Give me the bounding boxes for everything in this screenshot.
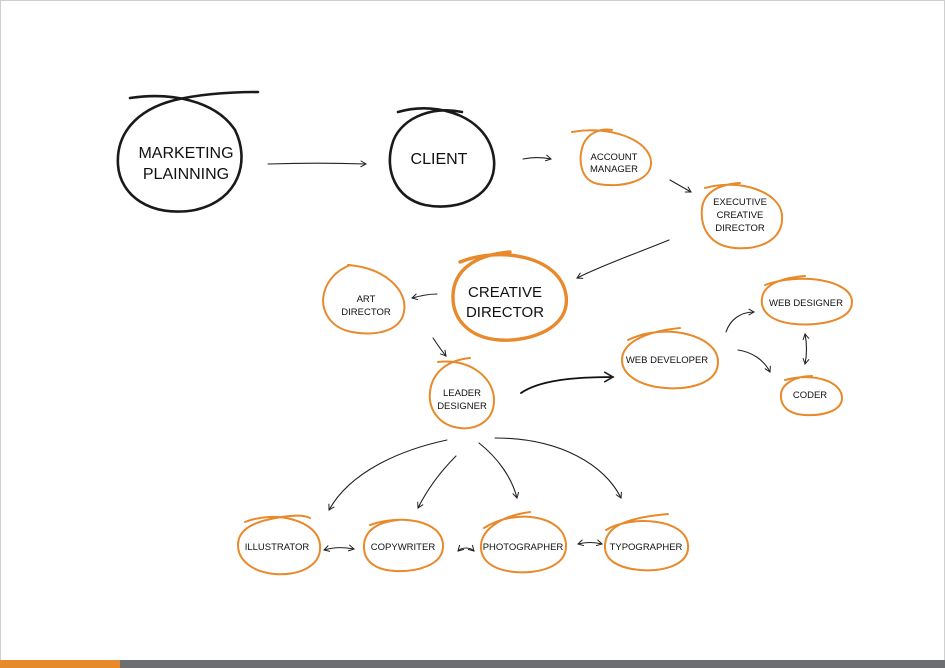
arrow-webdesigner-coder — [802, 333, 810, 365]
node-label: ART — [357, 294, 376, 305]
node-creative-director: CREATIVE DIRECTOR — [451, 250, 568, 342]
node-label: ACCOUNT — [591, 152, 638, 163]
node-copywriter: COPYWRITER — [362, 518, 445, 573]
node-label: DESIGNER — [437, 401, 487, 412]
footer-bar-grey — [120, 660, 945, 668]
node-label: DIRECTOR — [341, 307, 391, 318]
node-art-director: ART DIRECTOR — [322, 264, 406, 335]
arrow-creative-to-art — [411, 293, 438, 301]
node-web-developer: WEB DEVELOPER — [620, 327, 720, 390]
arrow-art-to-leader — [432, 337, 447, 357]
arrow-executive-to-creative — [576, 239, 670, 279]
arrow-leader-to-photographer — [478, 442, 520, 499]
node-label: CREATIVE — [468, 284, 542, 301]
node-coder: CODER — [779, 375, 844, 417]
arrow-account-to-executive — [669, 179, 692, 193]
node-photographer: PHOTOGRAPHER — [479, 511, 568, 574]
arrow-webdev-to-coder — [737, 349, 771, 373]
node-typographer: TYPOGRAPHER — [603, 513, 690, 572]
arrow-illustrator-copywriter — [323, 544, 355, 552]
node-executive-creative-director: EXECUTIVE CREATIVE DIRECTOR — [700, 182, 784, 250]
node-label: PLAINNING — [143, 166, 229, 183]
node-label: CODER — [793, 390, 827, 401]
node-label: MARKETING — [138, 145, 233, 162]
arrow-photographer-typographer — [577, 539, 603, 547]
node-label: MANAGER — [590, 164, 638, 175]
node-label: LEADER — [443, 388, 481, 399]
node-illustrator: ILLUSTRATOR — [236, 514, 322, 576]
node-label: WEB DEVELOPER — [626, 355, 708, 366]
node-label: CREATIVE — [717, 210, 764, 221]
footer-accent-orange — [0, 660, 120, 668]
node-leader-designer: LEADER DESIGNER — [428, 357, 496, 430]
node-label: CLIENT — [411, 151, 468, 168]
node-label: COPYWRITER — [371, 542, 436, 553]
node-label: PHOTOGRAPHER — [483, 542, 564, 553]
arrow-leader-to-illustrator — [328, 439, 448, 511]
arrow-client-to-account — [522, 154, 552, 162]
node-marketing-planning: MARKETING PLAINNING — [116, 90, 260, 213]
arrow-marketing-to-client — [267, 160, 368, 168]
node-client: CLIENT — [388, 107, 496, 208]
node-web-designer: WEB DESIGNER — [760, 275, 854, 326]
node-label: DIRECTOR — [715, 223, 765, 234]
node-label: DIRECTOR — [466, 304, 544, 321]
node-label: ILLUSTRATOR — [245, 542, 310, 553]
arrow-webdev-to-webdesigner — [725, 308, 756, 333]
node-label: EXECUTIVE — [713, 197, 767, 208]
arrow-leader-to-copywriter — [417, 455, 457, 509]
node-account-manager: ACCOUNT MANAGER — [571, 128, 653, 187]
arrow-leader-to-typographer — [494, 437, 622, 499]
node-label: TYPOGRAPHER — [610, 542, 683, 553]
arrow-copywriter-photographer — [457, 544, 475, 552]
node-label: WEB DESIGNER — [769, 298, 843, 309]
arrow-leader-to-webdev — [520, 371, 615, 394]
